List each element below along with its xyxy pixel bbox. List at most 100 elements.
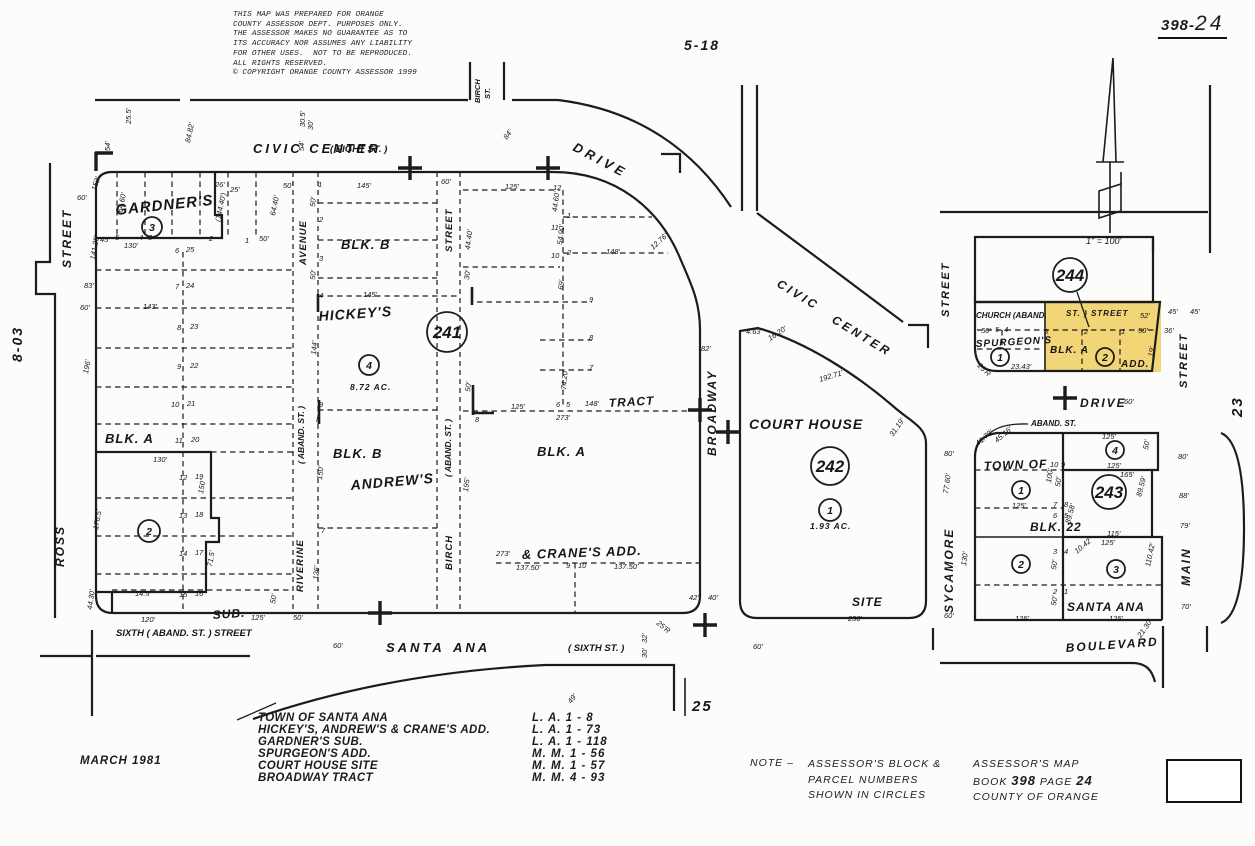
dimension-label: 50' — [1141, 439, 1152, 451]
tract-andrews: ANDREW'S — [349, 470, 435, 493]
dimension-label: 7 — [589, 363, 594, 372]
parcel-number[interactable]: 2 — [1095, 347, 1115, 367]
parcel-number[interactable]: 1 — [990, 347, 1010, 367]
dimension-label: 26' — [214, 180, 225, 189]
dimension-label: 125' — [1101, 538, 1116, 547]
dimension-label: 5 — [1064, 511, 1069, 520]
dimension-label: 9 — [177, 362, 182, 371]
tract-add: ADD. — [1120, 359, 1149, 370]
assessor-block-number[interactable]: 244 — [1052, 257, 1088, 293]
tract-blk-b: BLK. B — [333, 446, 382, 461]
street-civic-diag-1: CIVIC — [774, 277, 822, 313]
legend-map-ref: M. M. 1 - 57 — [532, 760, 606, 772]
parcel-number[interactable]: 3 — [1106, 559, 1126, 579]
disclaimer-line: COUNTY ASSESSOR DEPT. PURPOSES ONLY. — [233, 20, 403, 29]
street-birch-st-1: BIRCH — [473, 79, 482, 103]
street-birch-aband: BIRCH — [444, 535, 455, 570]
dimension-label: 4.63' — [746, 327, 763, 336]
legend-row: GARDNER'S SUB.L. A. 1 - 118 — [258, 736, 608, 748]
svg-text:2: 2 — [145, 526, 152, 538]
dimension-label: 50' — [268, 593, 279, 605]
dimension-label: 14.5' — [135, 589, 152, 598]
dimension-label: 9 — [319, 400, 324, 409]
dimension-label: 36' — [1164, 326, 1174, 335]
parcel-number[interactable]: 2 — [1011, 554, 1031, 574]
dimension-label: 45' — [1168, 307, 1178, 316]
street-sixth-st: ( SIXTH ST. ) — [568, 643, 624, 654]
parcel-number[interactable]: 4 — [358, 354, 380, 376]
assessor-block-number[interactable]: 241 — [426, 311, 468, 353]
dimension-label: 176.5' — [91, 508, 103, 530]
legend-tract-name: TOWN OF SANTA ANA — [258, 712, 389, 724]
legend-map-ref: M. M. 1 - 56 — [532, 748, 606, 760]
map-date: MARCH 1981 — [80, 755, 162, 767]
dimension-label: 2 — [208, 234, 214, 243]
svg-text:4: 4 — [365, 360, 372, 372]
dimension-label: 4 — [319, 291, 323, 300]
dimension-label: 50' — [259, 234, 269, 243]
tract-site: SITE — [852, 595, 883, 609]
dimension-label: 60' — [944, 611, 954, 620]
dimension-label: 3 — [1053, 547, 1058, 556]
assessor-block-number[interactable]: 242 — [810, 446, 850, 486]
dimension-label: 125' — [505, 182, 520, 191]
dimension-label: 137.50' — [516, 563, 541, 572]
street-ross: ROSS — [53, 525, 67, 567]
highlighted-parcels[interactable] — [1045, 301, 1161, 372]
dimension-label: 11 — [551, 223, 559, 232]
note-line: PARCEL NUMBERS — [807, 773, 919, 786]
dimension-label: 60' — [77, 193, 87, 202]
disclaimer-line: ALL RIGHTS RESERVED. — [233, 59, 328, 68]
dimension-label: 3 — [1044, 327, 1049, 336]
dimension-label: 100' — [1044, 468, 1055, 484]
dimension-label: 16.20' — [766, 324, 788, 343]
dimension-label: 42' — [689, 593, 699, 602]
svg-text:1: 1 — [1018, 485, 1024, 497]
dimension-label: 32' — [640, 633, 649, 643]
dimension-label: 45.16' — [993, 424, 1015, 444]
note-prefix: NOTE – — [750, 757, 794, 769]
street-mid-street: STREET — [444, 208, 455, 252]
dimension-label: 80' — [944, 449, 954, 458]
dimension-label: 60' — [753, 642, 763, 651]
street-boulevard: BOULEVARD — [1065, 635, 1159, 655]
dimension-label: 17 — [195, 548, 204, 557]
dimension-label: 60' — [441, 177, 451, 186]
assessor-map-info: ASSESSOR'S MAP BOOK 398 PAGE 24 COUNTY O… — [973, 757, 1099, 806]
parcel-number[interactable]: 1 — [1011, 480, 1031, 500]
street-drive-right: DRIVE — [1080, 396, 1127, 410]
dimension-label: 77.60' — [941, 472, 953, 494]
dimension-label: 7 — [1053, 500, 1058, 509]
legend-map-ref: M. M. 4 - 93 — [532, 772, 606, 784]
dimension-label: 148' — [606, 247, 621, 256]
dimension-label: 1 — [567, 211, 571, 220]
dimension-label: 150' — [196, 478, 207, 494]
parcel-number[interactable]: 3 — [141, 216, 163, 238]
tract-blk-a-left: BLK. A — [105, 431, 154, 446]
parcel-number[interactable]: 2 — [137, 519, 161, 543]
dimension-label: 110.42' — [1143, 542, 1157, 568]
svg-text:2: 2 — [1101, 352, 1108, 364]
street-sixth-aband: SIXTH ( ABAND. ST. ) STREET — [116, 628, 253, 639]
adjacent-ref-top: 5-18 — [684, 37, 720, 53]
dimension-label: 2 — [566, 248, 572, 257]
book-number: 398 — [1011, 772, 1036, 788]
north-arrow-icon — [1096, 57, 1124, 233]
map-info-title: ASSESSOR'S MAP — [973, 758, 1080, 770]
dimension-label: 273' — [555, 413, 571, 422]
legend-map-ref: L. A. 1 - 118 — [532, 736, 608, 748]
dimension-label: 23.43' — [1010, 362, 1032, 371]
parcel-number[interactable]: 1 — [818, 498, 842, 522]
street-church-aband: CHURCH (ABAND. — [976, 311, 1047, 320]
dimension-label: 20 — [190, 435, 200, 444]
disclaimer-line: THE ASSESSOR MAKES NO GUARANTEE AS TO — [233, 30, 408, 39]
parcel-number[interactable]: 4 — [1105, 440, 1125, 460]
dimension-label: 10 — [171, 400, 180, 409]
assessor-block-number[interactable]: 243 — [1091, 474, 1127, 510]
dimension-label: 31.19' — [887, 416, 906, 438]
dimension-label: 8 — [316, 415, 321, 424]
dimension-label: 40' — [708, 593, 718, 602]
svg-text:242: 242 — [815, 457, 845, 476]
